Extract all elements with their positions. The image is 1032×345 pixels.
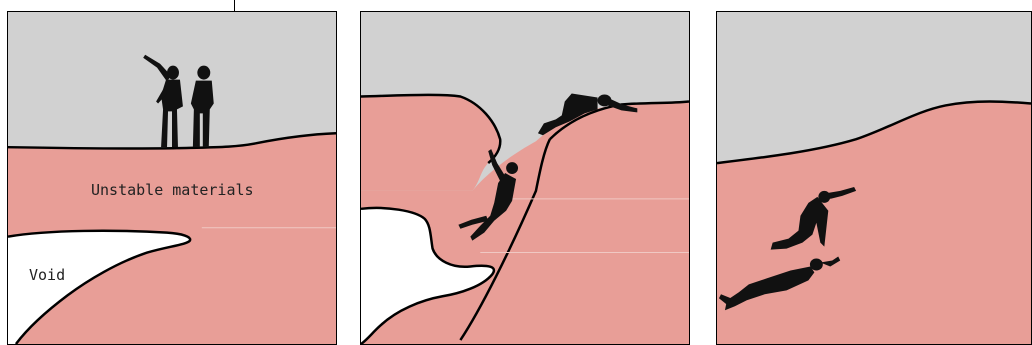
panel-3-drawing xyxy=(717,12,1031,344)
panel-2-collapse xyxy=(360,11,690,345)
collapsing-ground-left xyxy=(361,95,500,191)
panel-3-buried xyxy=(716,11,1032,345)
top-tick-mark xyxy=(234,0,235,11)
panel-1-drawing xyxy=(8,12,336,344)
unstable-materials-label: Unstable materials xyxy=(91,181,254,199)
panel-1-stable-surface xyxy=(7,11,337,345)
panel-2-drawing xyxy=(361,12,689,344)
void-label: Void xyxy=(29,266,65,284)
